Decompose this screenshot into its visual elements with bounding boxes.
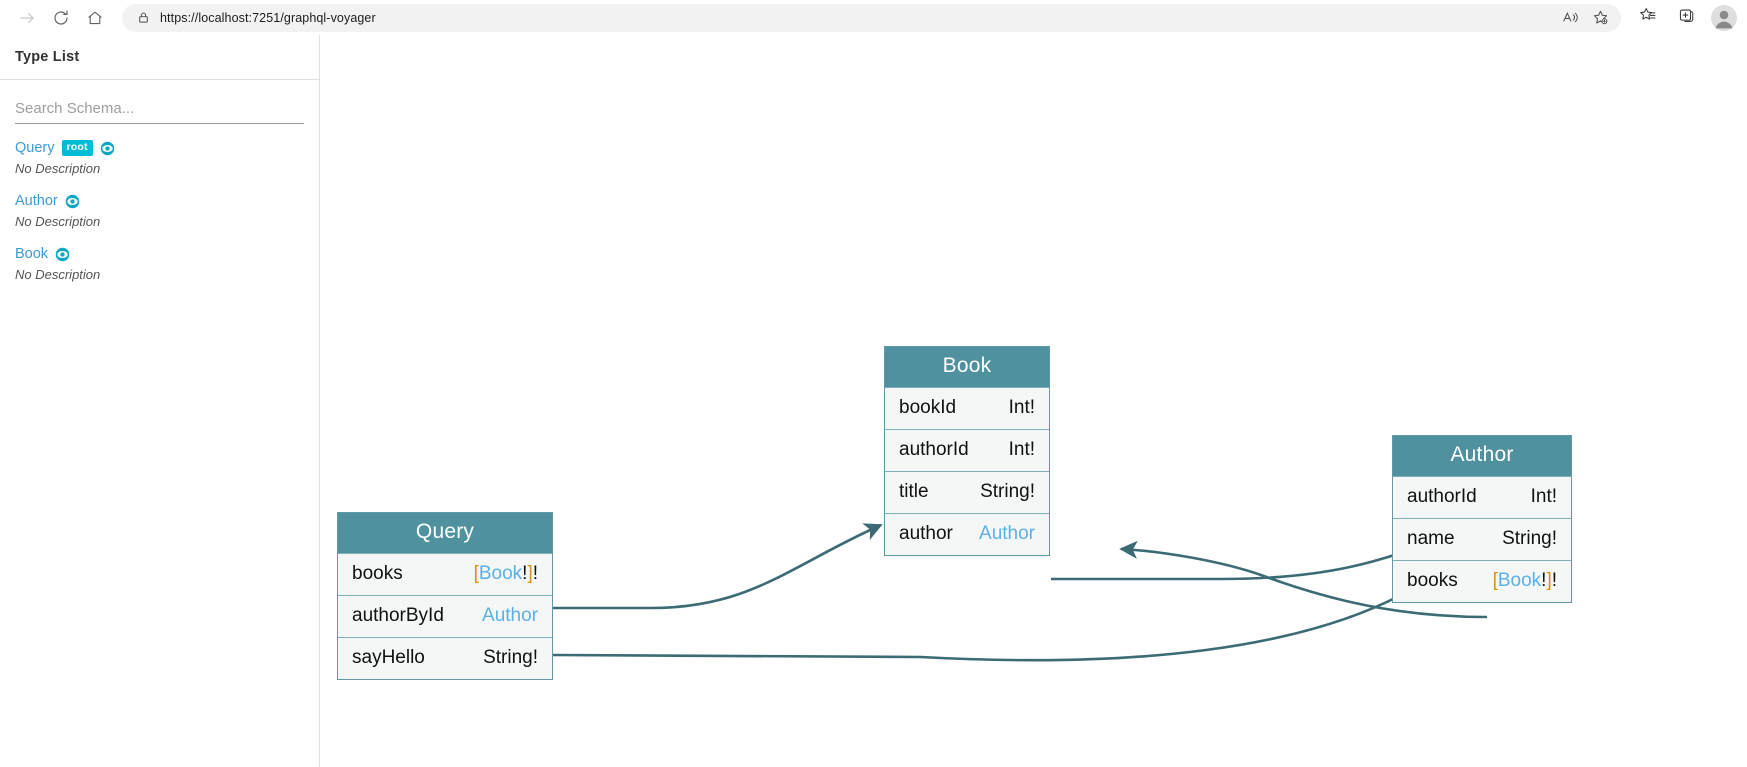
- url-text: https://localhost:7251/graphql-voyager: [160, 10, 376, 25]
- field-name: books: [1407, 570, 1458, 591]
- root-badge: root: [61, 140, 93, 157]
- add-favorite-star-icon[interactable]: [1585, 5, 1615, 31]
- collections-icon: [1677, 6, 1695, 29]
- read-aloud-icon[interactable]: [1555, 5, 1585, 31]
- node-title-query: Query: [338, 513, 552, 553]
- field-type-scalar: String!: [483, 647, 538, 668]
- field-type-object[interactable]: Book: [1497, 570, 1542, 591]
- node-field-name[interactable]: name String!: [1393, 518, 1571, 560]
- field-type-object[interactable]: Author: [482, 605, 538, 626]
- field-type: Int!: [1009, 439, 1035, 461]
- field-type: Int!: [1009, 397, 1035, 419]
- field-type-prefix: [: [473, 563, 479, 584]
- node-title-book: Book: [885, 347, 1049, 387]
- node-field-books[interactable]: books [Book!]!: [1393, 560, 1571, 602]
- field-name: bookId: [899, 397, 957, 418]
- profile-avatar-icon[interactable]: [1711, 4, 1737, 31]
- favorites-button[interactable]: [1629, 1, 1667, 35]
- collections-button[interactable]: [1667, 1, 1705, 35]
- browser-toolbar: https://localhost:7251/graphql-voyager: [0, 0, 1747, 35]
- arrow-right-icon: [18, 9, 36, 27]
- field-name: sayHello: [352, 647, 425, 668]
- node-field-sayhello[interactable]: sayHello String!: [338, 637, 552, 679]
- edge-query-authorbyid-to-author: [552, 552, 1485, 662]
- eye-icon[interactable]: [65, 194, 80, 209]
- type-list-item-query[interactable]: Query root No Description: [15, 140, 304, 176]
- page-title: Type List: [15, 49, 80, 65]
- type-description: No Description: [15, 161, 101, 177]
- field-name: name: [1407, 528, 1455, 549]
- field-type-object[interactable]: Author: [979, 523, 1035, 544]
- field-name: authorById: [352, 605, 444, 626]
- refresh-icon: [52, 9, 70, 27]
- field-type: String!: [1502, 528, 1557, 550]
- edge-author-books-to-book: [1119, 540, 1488, 619]
- home-button[interactable]: [78, 1, 112, 35]
- type-list-item-author[interactable]: Author No Description: [15, 194, 304, 229]
- field-name: authorId: [1407, 486, 1477, 507]
- field-type-scalar: Int!: [1530, 486, 1557, 507]
- field-type: Int!: [1531, 486, 1557, 508]
- node-field-books[interactable]: books [Book!]!: [338, 553, 552, 595]
- type-name-query[interactable]: Query: [15, 139, 55, 156]
- graph-node-book[interactable]: Book bookId Int! authorId Int! title Str…: [884, 346, 1050, 556]
- schema-graph-canvas[interactable]: Book bookId Int! authorId Int! title Str…: [321, 35, 1747, 767]
- page-content: Type List Query root No Description Auth…: [0, 35, 1747, 767]
- type-line: Query root: [15, 139, 304, 157]
- lock-icon: [134, 9, 152, 27]
- type-line: Book: [15, 247, 304, 262]
- sidebar-header: Type List: [0, 35, 319, 80]
- graph-node-author[interactable]: Author authorId Int! name String! books …: [1392, 435, 1572, 603]
- forward-button[interactable]: [10, 1, 44, 35]
- node-field-authorid[interactable]: authorId Int!: [1393, 476, 1571, 518]
- field-type-scalar: Int!: [1008, 439, 1035, 460]
- field-type: Author: [979, 523, 1035, 545]
- field-type: String!: [483, 647, 538, 669]
- favorites-list-icon: [1639, 6, 1657, 29]
- type-name-author[interactable]: Author: [15, 193, 58, 210]
- field-type-suffix: !]!: [522, 563, 538, 584]
- graph-node-query[interactable]: Query books [Book!]! authorById Author s…: [337, 512, 553, 680]
- field-name: authorId: [899, 439, 969, 460]
- field-type-object[interactable]: Book: [478, 563, 523, 584]
- refresh-button[interactable]: [44, 1, 78, 35]
- node-field-title[interactable]: title String!: [885, 471, 1049, 513]
- field-type: [Book!]!: [474, 563, 538, 585]
- node-field-bookid[interactable]: bookId Int!: [885, 387, 1049, 429]
- field-type: Author: [482, 605, 538, 627]
- field-type-scalar: String!: [980, 481, 1035, 502]
- node-field-authorbyid[interactable]: authorById Author: [338, 595, 552, 637]
- type-list: Query root No Description Author No Desc…: [0, 124, 319, 282]
- search-wrapper: [0, 80, 319, 124]
- field-name: books: [352, 563, 403, 584]
- node-field-authorid[interactable]: authorId Int!: [885, 429, 1049, 471]
- field-type-scalar: String!: [1502, 528, 1557, 549]
- field-type: String!: [980, 481, 1035, 503]
- field-name: author: [899, 523, 953, 544]
- type-list-sidebar: Type List Query root No Description Auth…: [0, 35, 320, 767]
- type-list-item-book[interactable]: Book No Description: [15, 247, 304, 282]
- node-field-author[interactable]: author Author: [885, 513, 1049, 555]
- home-icon: [86, 9, 104, 27]
- type-line: Author: [15, 194, 304, 209]
- eye-icon[interactable]: [100, 141, 115, 156]
- field-type-scalar: Int!: [1008, 397, 1035, 418]
- edge-query-books-to-book: [553, 523, 883, 610]
- field-type-prefix: [: [1492, 570, 1498, 591]
- node-title-author: Author: [1393, 436, 1571, 476]
- field-type-suffix: !]!: [1541, 570, 1557, 591]
- search-input[interactable]: [15, 98, 304, 124]
- type-name-book[interactable]: Book: [15, 246, 49, 263]
- field-type: [Book!]!: [1493, 570, 1557, 592]
- type-description: No Description: [15, 267, 101, 283]
- type-description: No Description: [15, 214, 101, 230]
- eye-icon[interactable]: [55, 247, 70, 262]
- field-name: title: [899, 481, 929, 502]
- address-bar[interactable]: https://localhost:7251/graphql-voyager: [122, 3, 1621, 32]
